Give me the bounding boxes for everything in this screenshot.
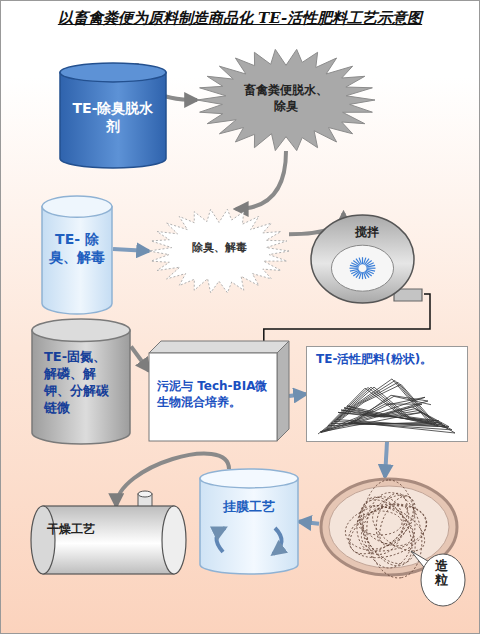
process-burst: 除臭、解毒 <box>149 209 289 293</box>
dryer-end <box>162 506 186 574</box>
node-label: 除臭、解毒 <box>182 241 256 255</box>
tank-lid <box>60 63 166 82</box>
callout-bubble <box>421 554 465 606</box>
culture-box: 污泥与 Tech-BIA微生物混合培养。 <box>149 341 289 441</box>
diagram-title: 以畜禽粪便为原料制造商品化 TE-活性肥料工艺示意图 <box>1 9 479 28</box>
granule-loop <box>365 498 432 559</box>
box-top <box>149 341 289 353</box>
flow-arrow <box>289 394 306 396</box>
dryer-drum: 干燥工艺 <box>31 506 186 574</box>
granule-loop <box>342 498 430 556</box>
microbe-tank: TE-固氮、解磷、解钾、分解碳链微 <box>31 319 131 444</box>
dish-floor <box>329 486 449 568</box>
stir-spoke <box>350 269 359 271</box>
node-label: TE-活性肥料(粉状)。 <box>316 352 462 368</box>
coating-tank: 挂膜工艺 <box>199 469 299 574</box>
swirl-arrow <box>216 528 225 552</box>
granule-loop <box>361 489 428 582</box>
node-label: 畜禽粪便脱水、除臭 <box>242 83 330 114</box>
flow-arrow <box>113 249 149 251</box>
node-outline <box>199 469 299 574</box>
powder-pile <box>318 379 455 434</box>
granule-loop <box>349 490 427 574</box>
granulation-dish: 造粒 <box>319 477 469 607</box>
granule-loop <box>373 491 421 551</box>
node-label: TE- 除臭、解毒 <box>48 230 106 266</box>
node-label: TE-固氮、解磷、解钾、分解碳链微 <box>44 349 118 417</box>
node-outline <box>319 477 469 607</box>
node-label: 造粒 <box>435 559 448 588</box>
stir-spoke <box>367 268 376 269</box>
node-label: 挂膜工艺 <box>207 499 291 516</box>
flow-arrow <box>299 522 319 524</box>
tank-lid <box>42 196 112 217</box>
granule-loop <box>358 511 402 535</box>
tank-body <box>32 330 130 444</box>
product-box: TE-活性肥料(粉状)。 <box>306 346 468 442</box>
tank-body <box>200 478 298 574</box>
granule-loop <box>370 489 413 547</box>
tank-lid <box>32 319 130 342</box>
dryer-end <box>31 506 55 574</box>
reagent-tank: TE- 除臭、解毒 <box>41 196 113 314</box>
flow-arrow <box>236 151 286 209</box>
node-label: 干燥工艺 <box>47 522 143 538</box>
stir-spoke <box>359 258 361 265</box>
granule-loop <box>363 480 415 568</box>
box-side <box>277 341 289 441</box>
burst-outline <box>149 209 289 292</box>
flow-arrow <box>385 442 387 477</box>
node-outline <box>31 319 131 444</box>
box-front <box>149 353 277 441</box>
process-burst: 畜禽粪便脱水、除臭 <box>197 49 375 151</box>
mixer-drum: 搅拌 <box>309 213 424 305</box>
stir-spoke <box>364 272 366 279</box>
node-label: TE-除臭脱水剂 <box>67 99 159 135</box>
node-label: 搅拌 <box>342 225 392 241</box>
stir-spoke <box>362 272 363 279</box>
swirl-arrow <box>273 528 282 554</box>
product-frame <box>307 347 468 442</box>
stir-spoke <box>362 257 363 264</box>
granule-loop <box>352 485 426 559</box>
burst-outline <box>197 49 375 150</box>
tank-body <box>42 207 112 314</box>
tank-lid <box>200 469 298 488</box>
drum-window <box>331 245 393 291</box>
reagent-tank: TE-除臭脱水剂 <box>59 63 167 168</box>
drum-body <box>311 215 414 303</box>
node-outline <box>31 506 186 574</box>
dryer-body <box>43 506 174 574</box>
stir-spoke <box>366 265 375 267</box>
dryer-pipe-cap <box>138 491 152 497</box>
tank-body <box>60 72 166 168</box>
node-label: 污泥与 Tech-BIA微生物混合培养。 <box>157 379 273 410</box>
flow-arrow <box>131 347 149 372</box>
stir-spoke <box>350 268 359 269</box>
